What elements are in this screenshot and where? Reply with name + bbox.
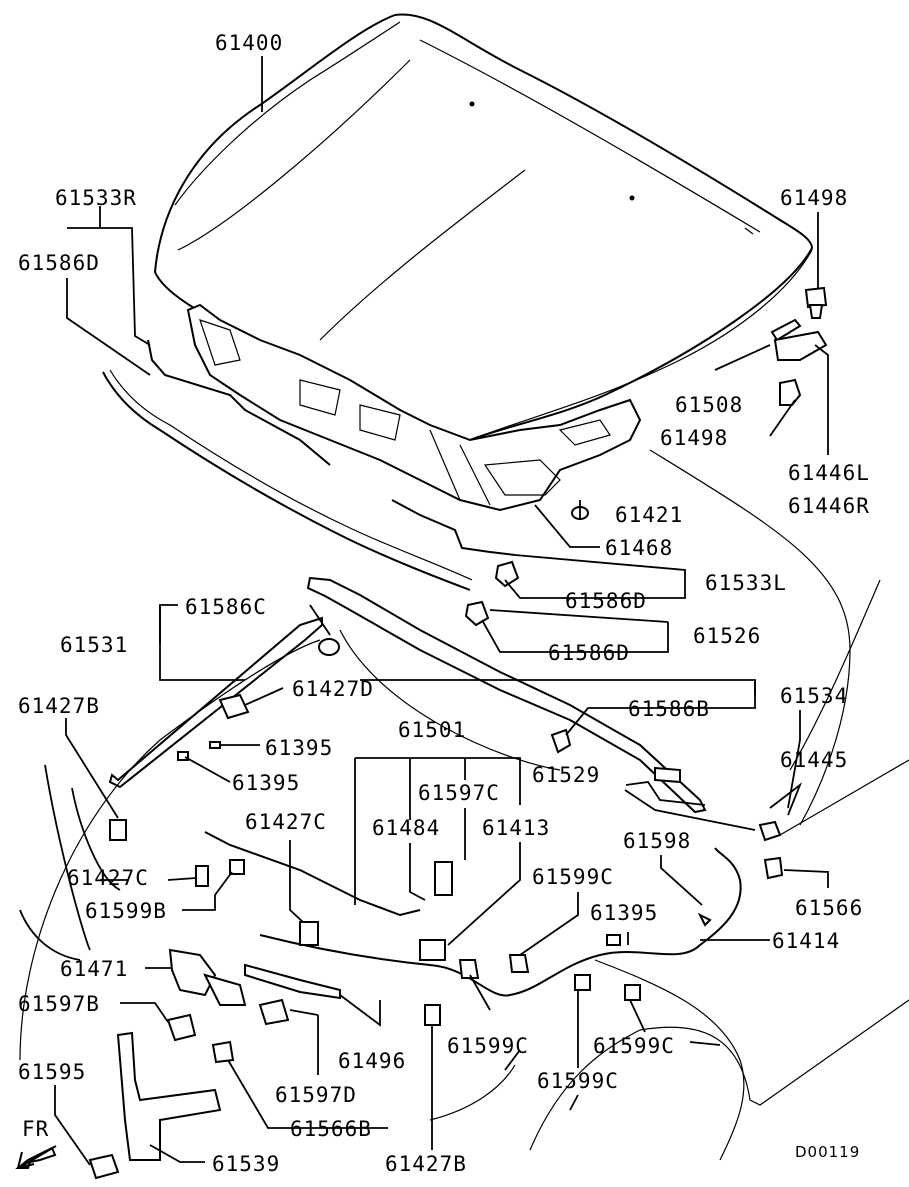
lock-cable (259, 847, 742, 997)
part-labels: 61400 61533R 61586D 61498 61508 61498 61… (18, 31, 870, 1176)
direction-label: FR (22, 1117, 49, 1141)
label-61471: 61471 (60, 957, 128, 981)
label-61395: 61395 (590, 901, 658, 925)
label-61599C: 61599C (532, 865, 614, 889)
label-61400: 61400 (215, 31, 283, 55)
label-61413: 61413 (482, 816, 550, 840)
label-61421: 61421 (615, 503, 683, 527)
leader-lines (19, 56, 829, 1166)
label-61395: 61395 (232, 771, 300, 795)
label-61498: 61498 (660, 426, 728, 450)
seal-strip (108, 616, 323, 789)
label-61586D: 61586D (18, 251, 100, 275)
hood-small-parts (177, 286, 828, 880)
label-61484: 61484 (372, 816, 440, 840)
front-direction-arrow-icon (15, 1145, 57, 1169)
label-61446R: 61446R (788, 494, 870, 518)
label-61597D: 61597D (275, 1083, 357, 1107)
label-61427D: 61427D (292, 677, 374, 701)
label-61566: 61566 (795, 896, 863, 920)
label-61498: 61498 (780, 186, 848, 210)
front-garnish (306, 576, 707, 814)
diagram-code: D00119 (795, 1143, 860, 1161)
label-61427B: 61427B (18, 694, 100, 718)
label-61595: 61595 (18, 1060, 86, 1084)
hood-seal-right (147, 339, 331, 466)
lock-and-bolts (88, 819, 641, 1180)
label-61445: 61445 (780, 748, 848, 772)
label-61599C: 61599C (447, 1034, 529, 1058)
label-61496: 61496 (338, 1049, 406, 1073)
label-61599C: 61599C (537, 1069, 619, 1093)
label-61566B: 61566B (290, 1117, 372, 1141)
label-61597C: 61597C (418, 781, 500, 805)
label-61427C: 61427C (245, 810, 327, 834)
front-weatherstrip (102, 371, 471, 591)
label-61586C: 61586C (185, 595, 267, 619)
hood-inner-frame (186, 303, 642, 512)
label-61534: 61534 (780, 684, 848, 708)
label-61526: 61526 (693, 624, 761, 648)
label-61597B: 61597B (18, 992, 100, 1016)
label-61539: 61539 (212, 1152, 280, 1176)
label-61531: 61531 (60, 633, 128, 657)
label-61468: 61468 (605, 536, 673, 560)
label-61586D: 61586D (565, 589, 647, 613)
body-outline (19, 449, 909, 1161)
label-61395: 61395 (265, 736, 333, 760)
label-61508: 61508 (675, 393, 743, 417)
label-61427C: 61427C (67, 866, 149, 890)
hood-seal-left (391, 499, 516, 556)
label-61586D: 61586D (548, 641, 630, 665)
label-61599B: 61599B (85, 899, 167, 923)
label-61414: 61414 (772, 929, 840, 953)
release-cable (204, 831, 421, 917)
label-61533R: 61533R (55, 186, 137, 210)
label-61427B: 61427B (385, 1152, 467, 1176)
label-61501: 61501 (398, 718, 466, 742)
label-61599C: 61599C (593, 1034, 675, 1058)
label-61529: 61529 (532, 763, 600, 787)
label-61598: 61598 (623, 829, 691, 853)
label-61533L: 61533L (705, 571, 787, 595)
hood-lock (697, 912, 712, 927)
label-61446L: 61446L (788, 461, 870, 485)
label-61586B: 61586B (628, 697, 710, 721)
